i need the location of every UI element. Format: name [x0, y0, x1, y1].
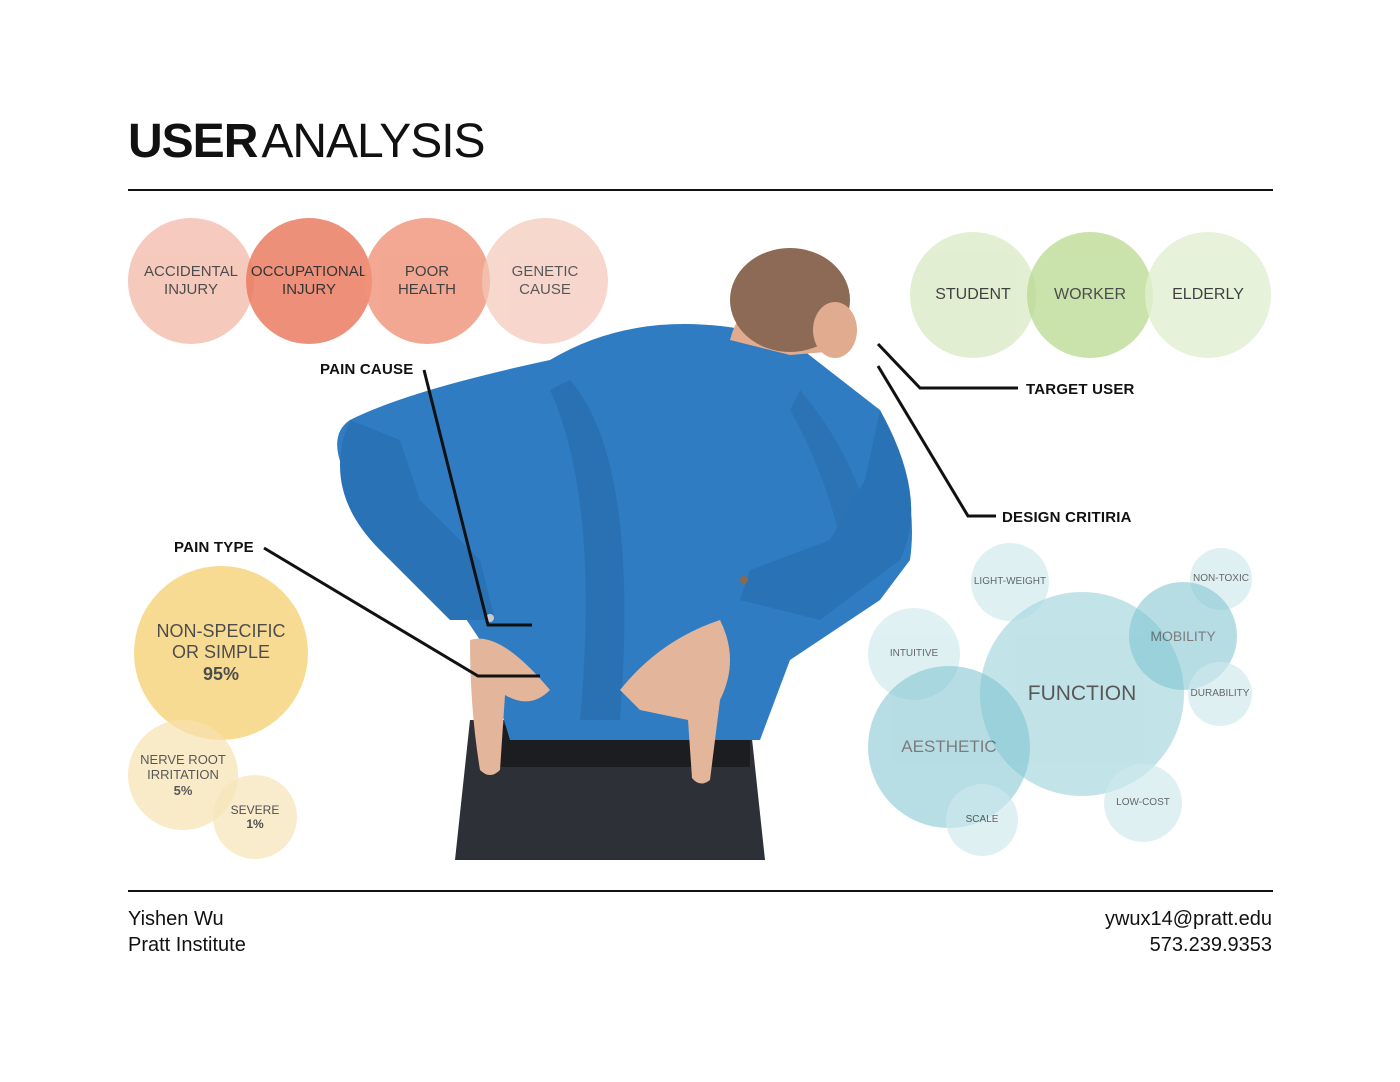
bottom-divider: [128, 890, 1273, 892]
footer-name: Yishen Wu: [128, 908, 224, 930]
bubble-student: STUDENT: [910, 232, 1036, 358]
title-light: ANALYSIS: [261, 115, 485, 168]
bubble-text: DURABILITY: [1190, 688, 1250, 699]
bubble-text: LOW-COST: [1116, 797, 1170, 808]
footer-right: ywux14@pratt.edu 573.239.9353: [1105, 906, 1272, 958]
bubble-text-line2: INJURY: [282, 281, 336, 298]
bubble-text-line2: OR SIMPLE: [171, 642, 271, 663]
bubble-text: SCALE: [965, 814, 999, 825]
bubble-accidental-injury: ACCIDENTAL INJURY: [128, 218, 254, 344]
bubble-scale: SCALE: [946, 784, 1018, 856]
footer-email: ywux14@pratt.edu: [1104, 908, 1272, 930]
bubble-text: STUDENT: [935, 286, 1011, 304]
bubble-pct: 5%: [173, 782, 193, 798]
bubble-text-line1: SEVERE: [230, 802, 280, 817]
shirt-shade: [550, 380, 625, 720]
bubble-text-line1: NERVE ROOT: [140, 751, 226, 767]
footer-left: Yishen Wu Pratt Institute: [128, 906, 246, 958]
right-sleeve: [740, 410, 912, 620]
bubble-low-cost: LOW-COST: [1104, 764, 1182, 842]
bubble-text: MOBILITY: [1150, 627, 1216, 644]
bubble-pct: 1%: [246, 817, 264, 831]
bubble-text: INTUITIVE: [889, 648, 939, 659]
ear-face: [813, 302, 857, 358]
bubble-occupational-injury: OCCUPATIONAL INJURY: [246, 218, 372, 344]
pain-type-label: PAIN TYPE: [174, 539, 254, 556]
bubble-non-specific: NON-SPECIFIC OR SIMPLE 95%: [134, 566, 308, 740]
cuff-button-right: [740, 576, 748, 584]
bubble-text-line1: ACCIDENTAL: [144, 263, 238, 280]
bubble-elderly: ELDERLY: [1145, 232, 1271, 358]
bubble-pct: 95%: [202, 663, 240, 684]
bubble-worker: WORKER: [1027, 232, 1153, 358]
bubble-durability: DURABILITY: [1188, 662, 1252, 726]
design-criteria-label: DESIGN CRITIRIA: [1002, 509, 1132, 526]
bubble-severe: SEVERE 1%: [213, 775, 297, 859]
cuff-button-left: [486, 614, 494, 622]
bubble-text: LIGHT-WEIGHT: [973, 576, 1047, 587]
footer-phone: 573.239.9353: [1149, 934, 1272, 956]
title-bold: USER: [128, 115, 258, 168]
bubble-text: ELDERLY: [1172, 286, 1244, 304]
bubble-text-line1: GENETIC: [511, 263, 579, 280]
top-divider: [128, 189, 1273, 191]
bubble-text-line1: OCCUPATIONAL: [250, 263, 368, 280]
target-user-label: TARGET USER: [1026, 381, 1135, 398]
bubble-genetic-cause: GENETIC CAUSE: [482, 218, 608, 344]
bubble-text-line2: CAUSE: [519, 281, 571, 298]
bubble-text-line2: IRRITATION: [147, 767, 219, 783]
bubble-text-line2: INJURY: [164, 281, 218, 298]
bubble-text-line1: POOR: [404, 263, 450, 280]
page-title: USERANALYSIS: [128, 115, 486, 168]
bubble-text: AESTHETIC: [901, 736, 997, 756]
bubble-text-line2: HEALTH: [397, 281, 457, 298]
bubble-text: NON-TOXIC: [1193, 573, 1249, 584]
pain-cause-label: PAIN CAUSE: [320, 361, 414, 378]
footer-school: Pratt Institute: [128, 934, 246, 956]
bubble-text: WORKER: [1054, 286, 1126, 304]
bubble-text-line1: NON-SPECIFIC: [156, 620, 286, 641]
right-hand: [620, 620, 730, 784]
bubble-poor-health: POOR HEALTH: [364, 218, 490, 344]
bubble-text: FUNCTION: [1027, 682, 1137, 706]
